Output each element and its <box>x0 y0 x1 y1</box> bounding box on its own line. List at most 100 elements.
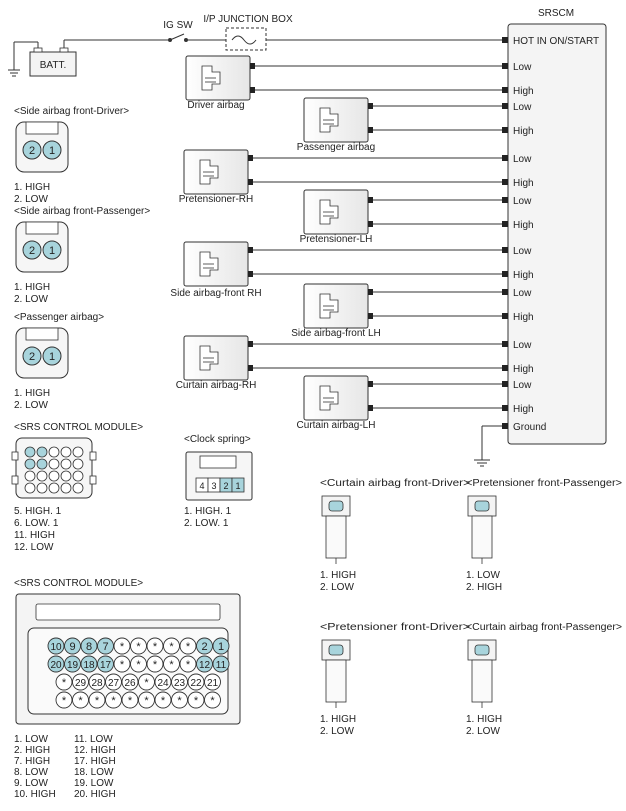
srs-large-pin-label: 26 <box>124 678 136 689</box>
srs-large-pin-label: 17 <box>100 660 112 671</box>
srscm-pin-label: High <box>513 126 534 137</box>
srs-small-pin <box>36 482 48 494</box>
srs-small-pin <box>60 446 72 458</box>
srs-large-pin-label: * <box>144 677 149 689</box>
srs-large-pin-label: 11 <box>216 660 227 671</box>
srs-large-pin-label: * <box>111 695 116 707</box>
srs-large-legend-item: 20. HIGH <box>74 789 116 800</box>
component-terminal <box>248 341 253 347</box>
left-connector-latch <box>25 327 59 341</box>
left-connector-legend: 2. LOW <box>14 400 48 411</box>
srs-large-pin-label: 12 <box>199 660 211 671</box>
srs-large-pin <box>105 673 122 691</box>
srs-small-pin <box>48 458 60 470</box>
srs-large-legend-item: 9. LOW <box>14 778 48 789</box>
srscm-pin-marker <box>502 247 508 253</box>
small-connector-body <box>471 515 493 559</box>
srs-large-pin-label: * <box>128 695 133 707</box>
left-connector-pin-label: 2 <box>29 351 35 363</box>
srs-large-pin-label: 18 <box>83 660 95 671</box>
srs-small-pin <box>36 470 48 482</box>
srscm-pin-marker <box>502 221 508 227</box>
srscm-pin-marker <box>502 289 508 295</box>
left-connector-pin <box>22 140 42 160</box>
component-label: Pretensioner-RH <box>179 194 253 205</box>
srscm-pin-label: High <box>513 364 534 375</box>
srs-large-pin-label: 22 <box>190 678 202 689</box>
clock-spring-pin <box>231 477 245 493</box>
srscm-pin-label: Low <box>513 246 532 257</box>
srs-small-connector: <SRS CONTROL MODULE> 5. HIGH. 16. LOW. 1… <box>11 422 143 553</box>
srs-large-pin-label: * <box>120 659 125 671</box>
srs-large-pin <box>64 637 81 655</box>
srs-large-pin <box>55 691 73 709</box>
srs-large-pin-label: * <box>210 695 215 707</box>
srs-large-pin <box>154 673 172 691</box>
srscm-pin-label: Low <box>513 154 532 165</box>
component-terminal <box>368 313 373 319</box>
srscm-module: SRSCM HOT IN ON/STARTLowHighLowHighLowHi… <box>474 8 607 467</box>
srs-large-pin <box>47 655 65 673</box>
srs-large-pin <box>55 673 73 691</box>
small-connector-pins <box>328 500 344 512</box>
component-terminal <box>248 155 253 161</box>
srscm-pin-label: HOT IN ON/START <box>513 36 599 47</box>
small-connector-title: <Pretensioner front-Driver> <box>320 622 470 633</box>
srs-large-pin <box>163 637 180 655</box>
srs-large-legend-item: 12. HIGH <box>74 745 116 756</box>
small-connector-title: <Curtain airbag front-Driver> <box>320 478 470 489</box>
srs-large-pin <box>80 655 98 673</box>
srscm-pin-marker <box>502 179 508 185</box>
component-label: Curtain airbag-LH <box>297 420 376 431</box>
srs-large-legend-item: 18. LOW <box>74 767 114 778</box>
ignition-switch: IG SW <box>163 20 193 42</box>
component-terminal <box>248 271 253 277</box>
left-connector-pin <box>42 346 62 366</box>
srs-large-pin <box>97 637 114 655</box>
clock-spring-legend: 1. HIGH. 1 <box>184 506 232 517</box>
srs-large-pin <box>179 655 197 673</box>
left-connector-title: <Passenger airbag> <box>14 312 104 323</box>
left-connector-legend: 1. HIGH <box>14 182 50 193</box>
srs-small-pin <box>24 458 36 470</box>
srscm-pin-label: High <box>513 404 534 415</box>
srscm-pin-label: High <box>513 312 534 323</box>
srs-small-pin <box>72 482 84 494</box>
srs-small-pin <box>72 458 84 470</box>
small-connector: <Curtain airbag front-Passenger>1. HIGH2… <box>466 622 622 737</box>
srs-large-pin <box>204 673 221 691</box>
srs-small-pin <box>60 458 72 470</box>
component-terminal <box>368 289 373 295</box>
clock-spring-legend: 2. LOW. 1 <box>184 518 229 529</box>
clock-spring-pin-label: 4 <box>199 481 204 491</box>
small-connector-title: <Curtain airbag front-Passenger> <box>466 622 622 633</box>
small-connector-legend: 1. LOW <box>466 570 500 581</box>
srs-large-pin-label: * <box>136 641 141 653</box>
srscm-pin-marker <box>502 271 508 277</box>
srs-large-pin-label: * <box>177 695 182 707</box>
srscm-pin-marker <box>502 381 508 387</box>
srs-large-pin-label: 9 <box>69 641 75 653</box>
srscm-pin-marker <box>502 63 508 69</box>
srscm-pin-marker <box>502 423 508 429</box>
component-terminal <box>368 221 373 227</box>
srscm-pin-marker <box>502 313 508 319</box>
srs-large-pin <box>72 691 89 709</box>
srs-large-pin-label: * <box>169 641 174 653</box>
ig-sw-label: IG SW <box>163 20 193 31</box>
srscm-pin-label: Low <box>513 196 532 207</box>
component-label: Driver airbag <box>187 100 244 111</box>
clock-spring-title: <Clock spring> <box>184 434 251 445</box>
component-connector: Driver airbag <box>185 55 502 111</box>
srs-small-legend: 5. HIGH. 1 <box>14 506 62 517</box>
clock-spring-pin-label: 2 <box>223 481 228 491</box>
srs-large-pin <box>88 673 106 691</box>
battery-label: BATT. <box>40 60 66 71</box>
small-connector-pins <box>328 644 344 656</box>
srscm-pin-label: Ground <box>513 422 546 433</box>
srs-large-pin <box>105 691 122 709</box>
